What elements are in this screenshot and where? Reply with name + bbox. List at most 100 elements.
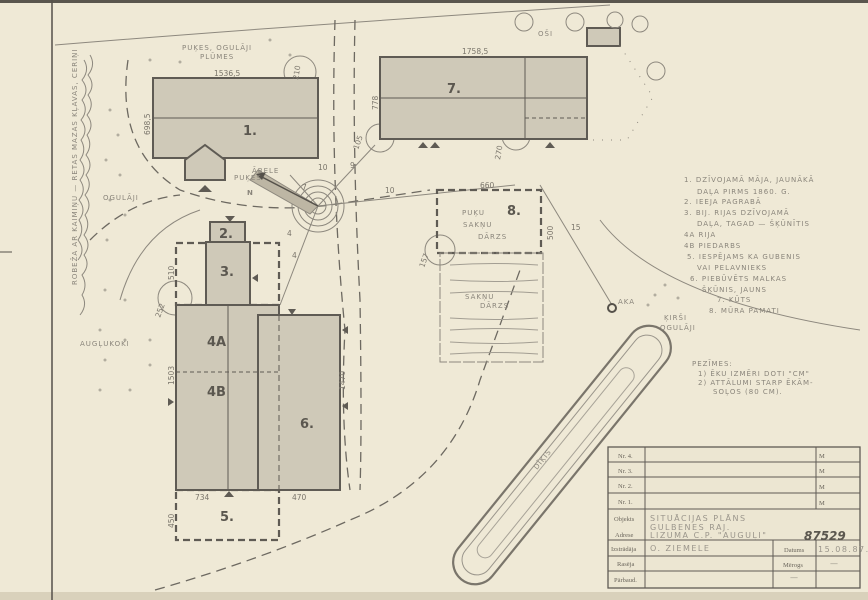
label-flowers-berries: PUĶES, OGULĀJI: [182, 43, 252, 53]
path-dashed-2: [353, 19, 362, 491]
object-value: SITUĀCIJAS PLĀNS: [650, 513, 747, 523]
dim-angle-4: 105: [351, 134, 364, 151]
notes: PEZĪMES: 1) ĒKU IZMĒRI DOTI "CM" 2) ATTĀ…: [692, 359, 814, 397]
flower-bed-hatch: [249, 169, 319, 215]
fence: [587, 45, 654, 141]
title-block: [607, 446, 861, 589]
dim-angle-5: 210: [291, 64, 302, 80]
path-dashed-4: [89, 194, 181, 241]
building-4b-label: 4B: [207, 385, 226, 400]
legend-line: 7. KŪTS: [717, 295, 751, 304]
border-shrubs-2: [77, 59, 88, 261]
label-flower-garden-3: DĀRZS: [478, 232, 507, 241]
checked-label: Pārbaud.: [614, 577, 637, 584]
building-6-label: 6.: [300, 417, 314, 432]
label-flower-garden-2: SAKŅU: [463, 221, 492, 230]
trees: [514, 11, 666, 81]
revision-label: Nr. 2.: [618, 483, 633, 490]
legend-line: 4A RIJA: [684, 231, 716, 239]
top-edge: [0, 0, 868, 3]
border-shrubs: [79, 54, 94, 316]
bottom-edge: [0, 592, 868, 600]
dist-9: 9: [350, 161, 355, 170]
legend-line: DAĻA PIRMS 1860. G.: [697, 188, 791, 197]
address-label: Adrese: [615, 532, 634, 539]
curve-line: [119, 209, 201, 301]
north-arrowhead-icon: [256, 172, 266, 180]
path-dashed-1: [333, 19, 351, 491]
dist-10b: 10: [318, 163, 328, 172]
notes-line: 1) ĒKU IZMĒRI DOTI "CM": [698, 369, 810, 378]
north-arrow: [259, 175, 319, 207]
dist-10a: 10: [385, 186, 395, 195]
label-ash-trees: OŠI: [538, 29, 553, 38]
dim-b4-side: 1503: [167, 366, 176, 385]
label-well: AKA: [618, 298, 635, 306]
notes-line: SOĻOS (80 CM).: [713, 388, 783, 397]
garden-rows: [449, 263, 539, 355]
archive-number: 87529: [804, 529, 846, 543]
legend-line: DAĻA, TAGAD — ŠĶŪNĪTIS: [697, 219, 810, 229]
dim-b1-depth: 698,5: [143, 113, 152, 135]
legend-line: 4B PIEDARBS: [684, 242, 741, 250]
legend-line: 6. PIEBŪVĒTS MALKAS: [690, 274, 787, 283]
label-border-note: ROBEŽA AR KAIMIŅU — RETAS MAZAS KĻAVAS, …: [70, 49, 80, 285]
label-apple-tree: ĀBELE: [252, 166, 279, 175]
building-1-label: 1.: [243, 124, 257, 139]
dim-b6-side: 1470: [338, 371, 347, 390]
label-plums: PLŪMES: [200, 52, 234, 61]
object-label: Objekts: [614, 516, 635, 523]
revision-unit: M: [819, 484, 825, 491]
dim-angle-3: 270: [493, 144, 504, 160]
dim-b8-width: 660: [480, 181, 495, 190]
building-3-label: 3.: [220, 265, 234, 280]
building-4a-label: 4A: [207, 335, 226, 350]
label-pond: DĪĶIS: [532, 447, 555, 472]
legend: 1. DZĪVOJAMĀ MĀJA, JAUNĀKĀ DAĻA PIRMS 18…: [684, 175, 814, 315]
dim-angle-1: 252: [153, 302, 166, 319]
legend-line: VAI PELAVNIEKS: [697, 264, 767, 272]
outline-dashed-3: [174, 241, 281, 307]
dist-4a: 4: [287, 229, 292, 238]
dist-4b: 4: [292, 251, 297, 260]
dim-b7-depth: 778: [371, 95, 380, 110]
building-2-label: 2.: [219, 227, 233, 242]
dim-b3-side: 510: [167, 265, 176, 280]
revision-label: Nr. 1.: [618, 499, 633, 506]
label-flowers: PUĶES: [234, 174, 262, 183]
label-cherries-berries: OGULĀJI: [660, 323, 696, 332]
scale-value: —: [830, 559, 840, 568]
barn-entrance-markers: [418, 142, 555, 148]
dim-b4-bottom: 734: [195, 493, 210, 502]
date-value: 15.08.87.: [818, 545, 868, 554]
legend-line: 2. IEEJA PAGRABĀ: [684, 197, 762, 206]
building-8-label: 8.: [507, 204, 521, 219]
label-veg-garden-2: DĀRZS: [480, 301, 509, 310]
revision-unit: M: [819, 453, 825, 460]
building-5-outline: [174, 488, 281, 542]
dim-b7-width: 1758,5: [462, 47, 488, 56]
label-north: N: [247, 189, 254, 197]
pond: [452, 324, 672, 586]
revision-label: Nr. 4.: [618, 453, 633, 460]
porch: [184, 143, 226, 181]
legend-line: ŠĶŪNIS, JAUNS: [702, 285, 767, 295]
legend-line: 3. BIJ. RIJAS DZĪVOJAMĀ: [684, 208, 790, 217]
address-value-2: LIZUMA C.P. "AUGUĻI": [650, 531, 767, 541]
checked-value: —: [790, 573, 800, 582]
road-line: [54, 4, 611, 46]
complex-entrance-markers: [168, 216, 348, 497]
vegetable-garden: [439, 252, 544, 363]
label-berries-left: OGULĀJI: [103, 193, 139, 202]
author-label: Izstrādāja: [611, 546, 636, 553]
legend-line: 1. DZĪVOJAMĀ MĀJA, JAUNĀKĀ: [684, 175, 814, 184]
dim-b1-width: 1536,5: [214, 69, 240, 78]
building-8-foundation: [435, 188, 543, 255]
notes-line: 2) ATTĀLUMI STARP ĒKĀM-: [698, 378, 814, 387]
scale-label: Mērogs: [783, 562, 803, 569]
dim-b8-side: 500: [546, 225, 555, 240]
legend-line: 5. IESPĒJAMS KA GUBENIS: [687, 252, 801, 261]
label-veg-garden-1: SAKŅU: [465, 293, 494, 302]
